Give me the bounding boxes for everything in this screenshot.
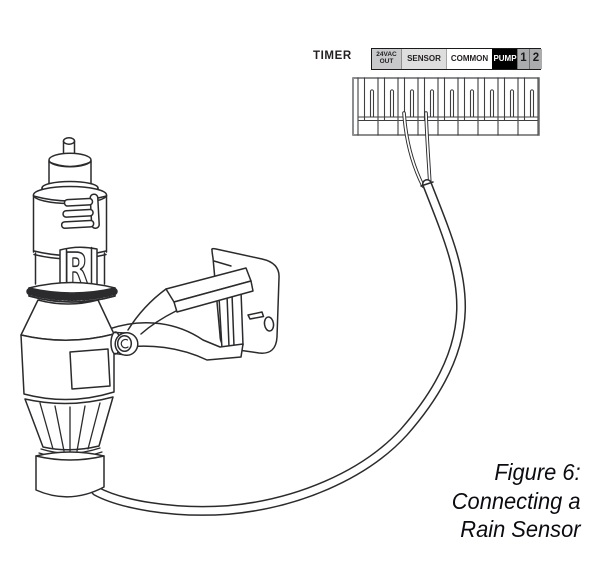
knurled-ring bbox=[26, 281, 118, 303]
figure-caption: Figure 6: Connecting a Rain Sensor bbox=[452, 458, 581, 544]
terminal-label-24vac-out: 24VAC OUT bbox=[372, 49, 401, 69]
cable-jacket-end bbox=[420, 181, 434, 187]
sensor-upper-cylinder bbox=[32, 185, 108, 253]
body-label-panel bbox=[69, 348, 111, 390]
caption-line-3: Rain Sensor bbox=[460, 516, 581, 542]
timer-label: TIMER bbox=[313, 50, 352, 62]
rain-sensor: R bbox=[20, 137, 118, 498]
pivot-bolt bbox=[110, 331, 139, 357]
arm-lower-band bbox=[107, 321, 244, 361]
terminal-label-2: 2 bbox=[529, 49, 542, 69]
timer-terminal-block bbox=[352, 77, 540, 136]
screw-slot bbox=[247, 311, 265, 320]
terminal-cells bbox=[357, 77, 539, 136]
sensor-base bbox=[35, 451, 105, 498]
terminal-label-common: COMMON bbox=[446, 49, 492, 69]
terminal-cell-lines bbox=[357, 77, 539, 136]
vent-slots bbox=[60, 193, 100, 229]
terminal-label-sensor: SENSOR bbox=[401, 49, 446, 69]
arm-front-face bbox=[173, 280, 254, 313]
terminal-label-1: 1 bbox=[517, 49, 529, 69]
mounting-hole bbox=[263, 316, 275, 332]
caption-line-2: Connecting a bbox=[452, 487, 581, 514]
sensor-cable bbox=[91, 179, 467, 516]
bracket-arm bbox=[107, 267, 254, 361]
sensor-cap bbox=[48, 152, 92, 188]
fluted-section bbox=[24, 396, 114, 459]
terminal-label-pump: PUMP bbox=[492, 49, 517, 69]
caption-line-1: Figure 6: bbox=[494, 459, 581, 485]
sensor-body bbox=[20, 299, 115, 401]
